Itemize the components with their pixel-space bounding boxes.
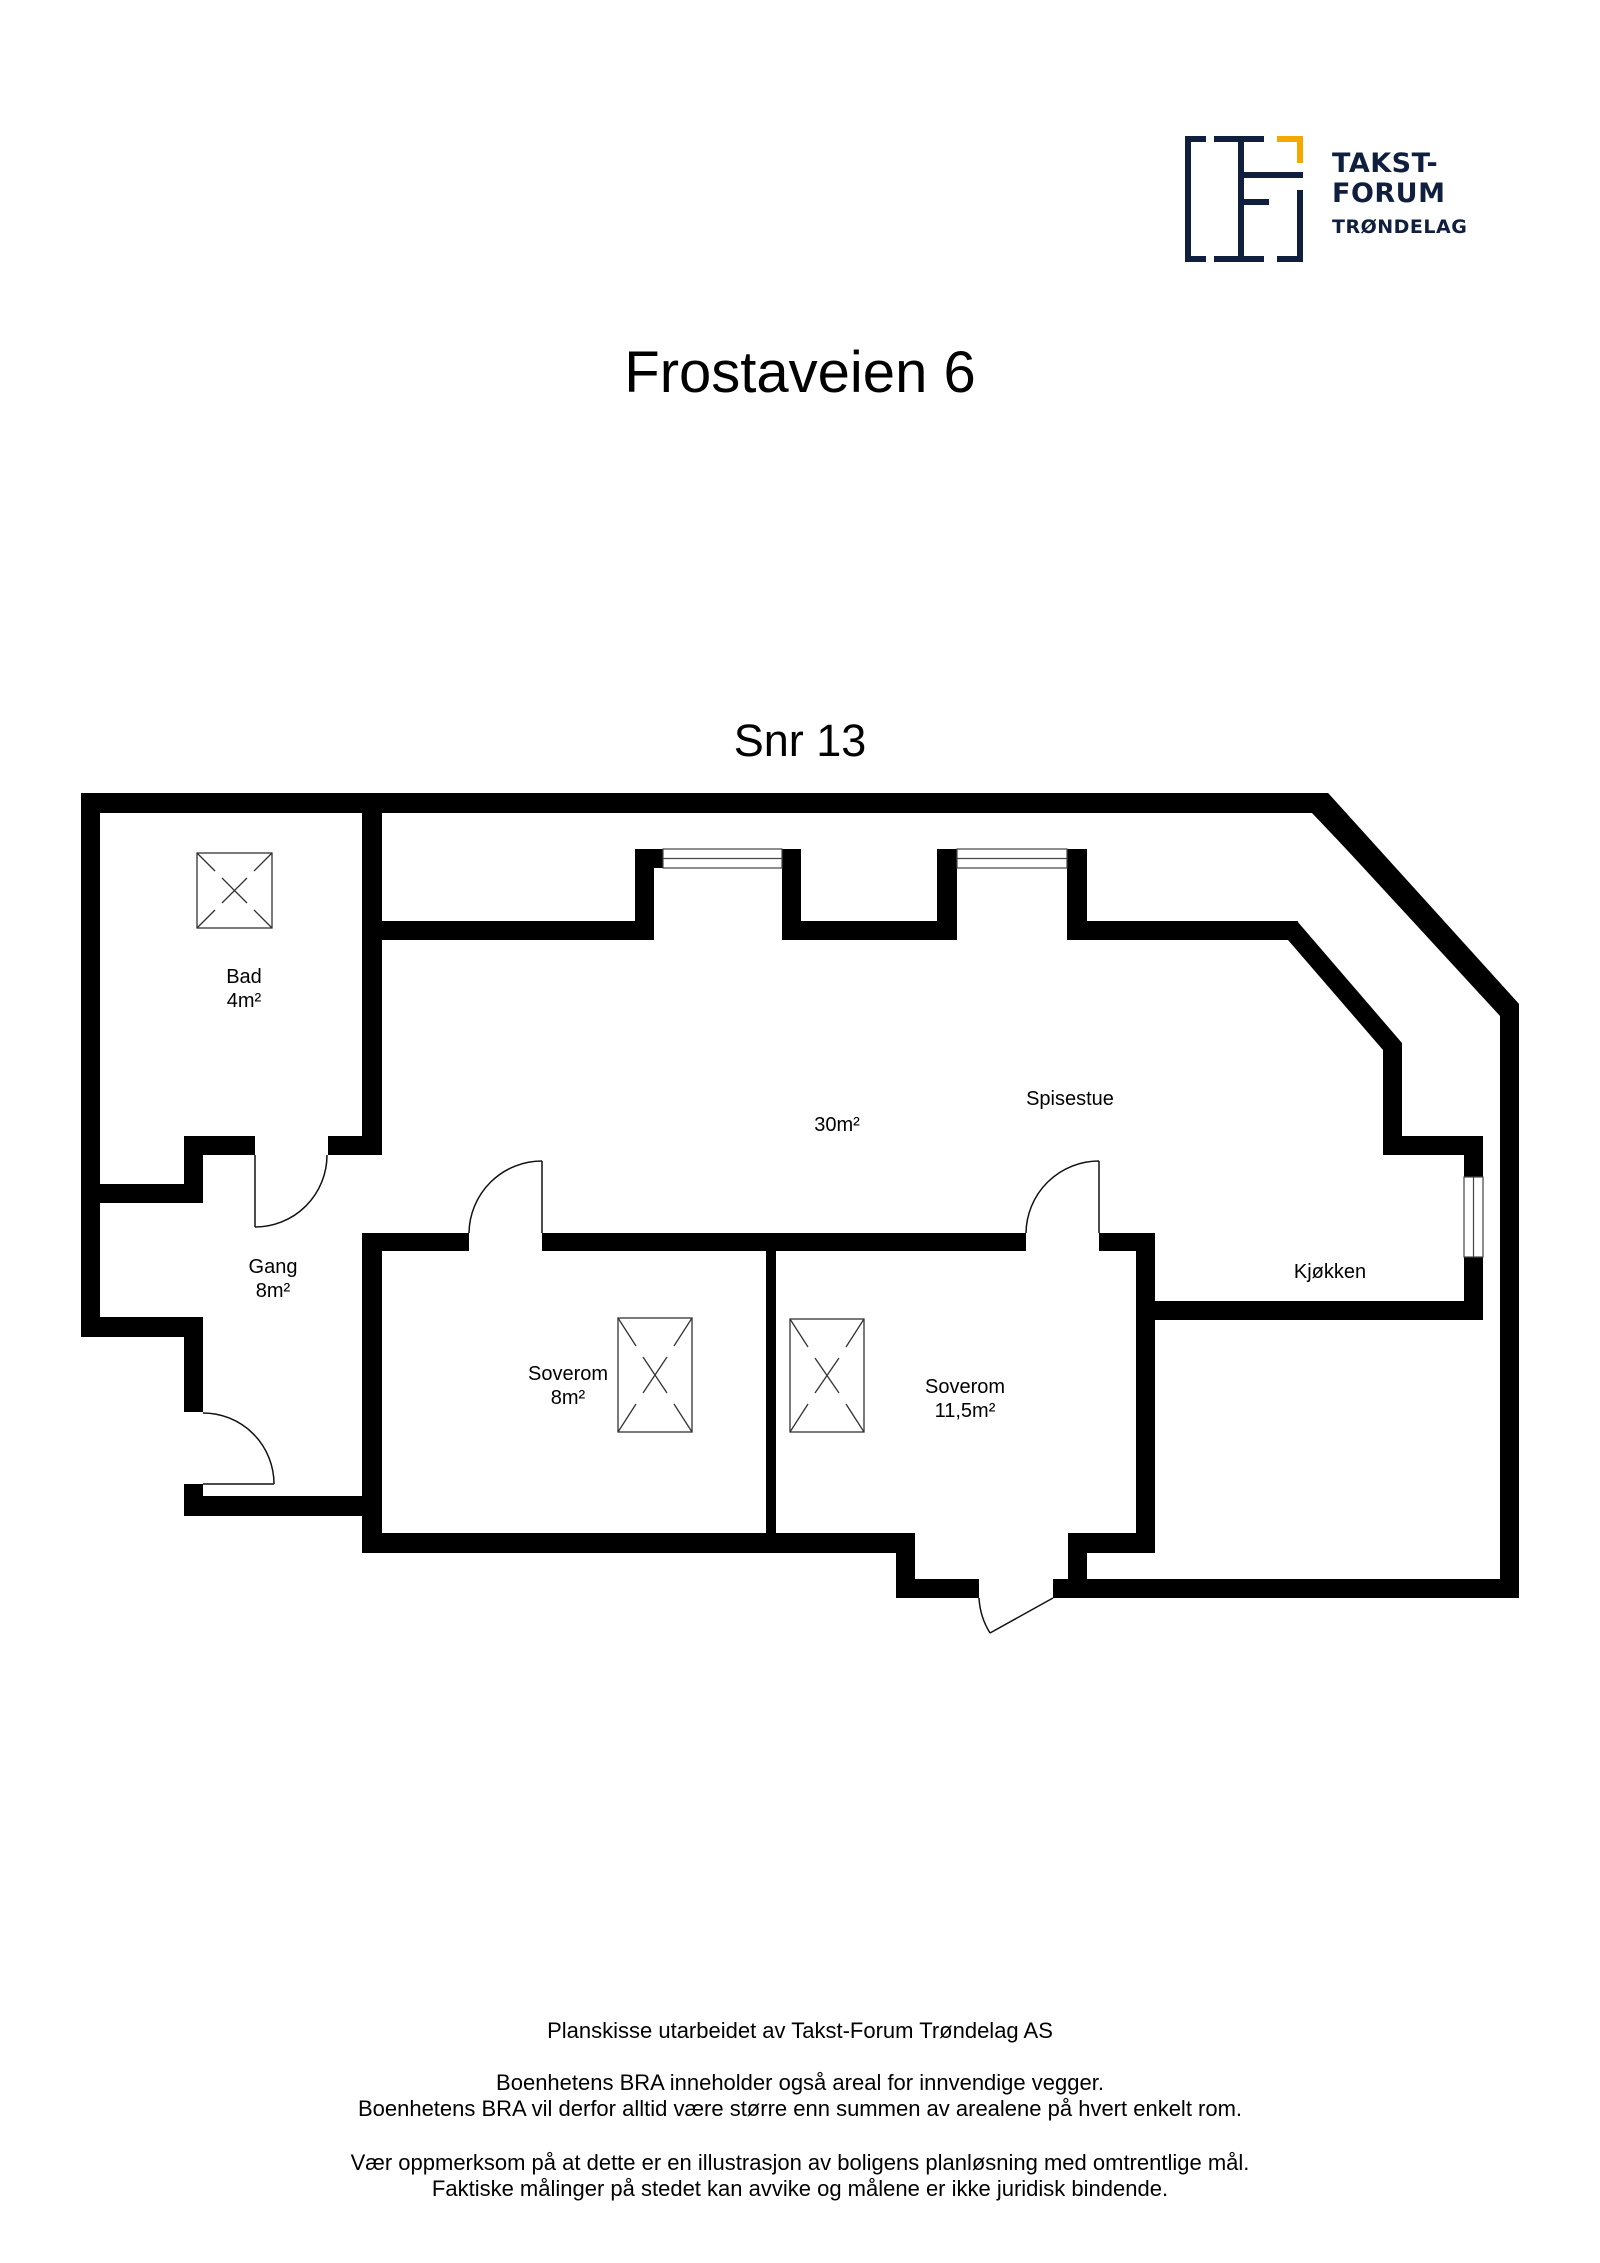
room-name: Gang [248, 1256, 298, 1278]
logo-text-trondelag: TRØNDELAG [1332, 216, 1468, 238]
logo-text-forum: FORUM [1332, 178, 1446, 209]
room-area: 8m² [550, 1387, 586, 1409]
room-name: Spisestue [1026, 1088, 1114, 1110]
bra-note-line-1: Boenhetens BRA inneholder også areal for… [496, 2070, 1104, 2095]
room-label-kjokken: Kjøkken [1294, 1260, 1366, 1284]
disclaimer-line-1: Vær oppmerksom på at dette er en illustr… [350, 2150, 1250, 2175]
takst-forum-logo: TAKST- FORUM TRØNDELAG [1178, 130, 1508, 270]
walls [81, 793, 1519, 1598]
room-name: Soverom [527, 1363, 609, 1385]
ventilation-markers [196, 852, 865, 1433]
footer-disclaimer: Vær oppmerksom på at dette er en illustr… [0, 2150, 1600, 2202]
room-label-living-area: 30m² [814, 1113, 860, 1137]
disclaimer-line-2: Faktiske målinger på stedet kan avvike o… [431, 2176, 1169, 2201]
room-label-gang: Gang 8m² [249, 1255, 298, 1303]
credit-text: Planskisse utarbeidet av Takst-Forum Trø… [547, 2018, 1053, 2043]
room-name: Bad [226, 966, 262, 988]
bra-note-line-2: Boenhetens BRA vil derfor alltid være st… [357, 2096, 1243, 2121]
footer-bra-note: Boenhetens BRA inneholder også areal for… [0, 2070, 1600, 2122]
room-area: 4m² [226, 990, 262, 1012]
unit-number: Snr 13 [733, 715, 867, 766]
logo-mark-icon [1185, 136, 1303, 262]
room-label-soverom-1: Soverom 8m² [528, 1362, 608, 1410]
room-label-bad: Bad 4m² [226, 965, 262, 1013]
vent-icon-bedroom-2 [789, 1318, 865, 1433]
room-name: Kjøkken [1293, 1261, 1367, 1283]
room-name: Soverom [924, 1376, 1006, 1398]
room-area: 11,5m² [934, 1400, 996, 1422]
logo-text-takst: TAKST- [1332, 148, 1439, 179]
doors [202, 1154, 1100, 1634]
vent-icon-bad [196, 852, 273, 929]
room-area: 30m² [814, 1114, 860, 1136]
page-title: Frostaveien 6 [624, 340, 976, 405]
room-area: 8m² [255, 1280, 291, 1302]
room-label-spisestue: Spisestue [1026, 1087, 1114, 1111]
vent-icon-bedroom-1 [617, 1317, 693, 1433]
footer-credit: Planskisse utarbeidet av Takst-Forum Trø… [0, 2018, 1600, 2044]
windows [662, 848, 1484, 1258]
room-label-soverom-2: Soverom 11,5m² [925, 1375, 1005, 1423]
